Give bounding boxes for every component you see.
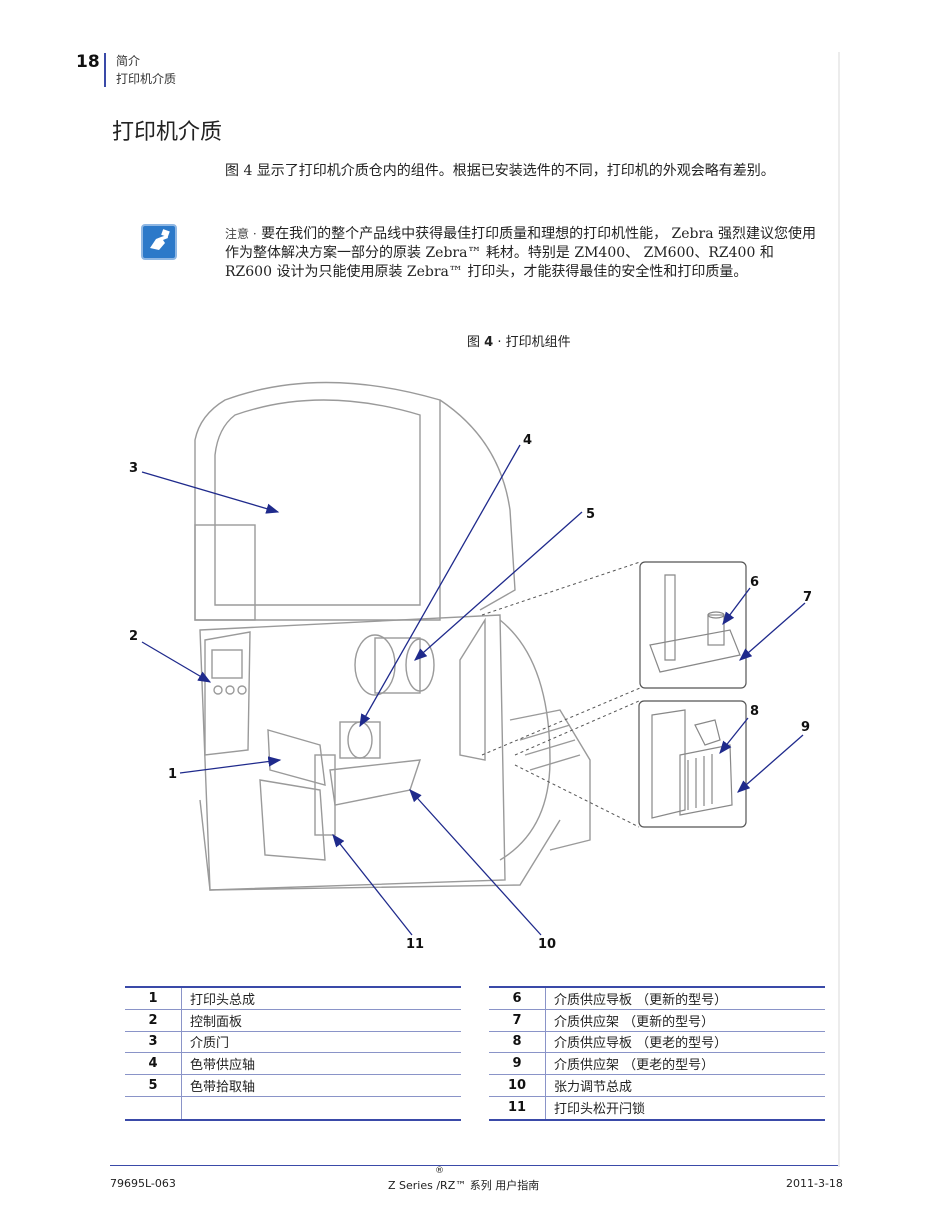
arrow-6: [722, 587, 751, 626]
legend-label: 打印头总成: [181, 988, 461, 1009]
legend-num: 8: [512, 1034, 522, 1050]
arrow-1: [179, 756, 282, 774]
legend-num: 3: [148, 1034, 158, 1050]
arrow-3: [141, 471, 280, 514]
legend-row: 5 色带拾取轴: [125, 1075, 461, 1097]
legend-num: 9: [512, 1056, 522, 1072]
arrow-5: [414, 511, 583, 661]
inset-connector-lines: [481, 561, 641, 828]
legend-row: 4 色带供应轴: [125, 1053, 461, 1076]
legend-num: 5: [148, 1078, 158, 1094]
legend-num: 1: [148, 990, 158, 1006]
callout-10: 10: [538, 937, 556, 952]
legend-label: 介质供应导板 （更老的型号）: [545, 1031, 825, 1053]
header-subsection: 打印机介质: [116, 72, 177, 86]
legend-row: 6 介质供应导板 （更新的型号）: [489, 988, 825, 1010]
header-section: 简介: [116, 54, 141, 68]
callout-9: 9: [801, 720, 810, 735]
callout-11: 11: [406, 937, 424, 952]
footer-product-title: Z Series /RZ™ 系列 用户指南: [388, 1179, 540, 1192]
legend-num: 7: [512, 1012, 522, 1028]
intro-paragraph: 图 4 显示了打印机介质仓内的组件。根据已安装选件的不同，打印机的外观会略有差别…: [225, 163, 775, 179]
legend-row: 10 张力调节总成: [489, 1075, 825, 1097]
legend-row: 8 介质供应导板 （更老的型号）: [489, 1031, 825, 1054]
printer-body: [194, 381, 591, 891]
note-label: 注意 ·: [225, 227, 257, 241]
callout-1: 1: [168, 767, 177, 782]
legend-label: 介质供应架 （更老的型号）: [545, 1053, 825, 1075]
legend-num: 4: [148, 1056, 158, 1072]
callout-4: 4: [523, 433, 532, 448]
legend-label: 色带拾取轴: [181, 1075, 461, 1096]
arrow-4: [359, 444, 521, 728]
legend-label: 色带供应轴: [181, 1053, 461, 1075]
figure-caption-prefix: 图: [467, 335, 485, 350]
callout-2: 2: [129, 629, 138, 644]
footer-divider: [110, 1165, 838, 1166]
arrow-7: [739, 602, 806, 661]
figure-caption: 图 4 · 打印机组件: [467, 331, 571, 350]
legend-row: 3 介质门: [125, 1031, 461, 1054]
arrow-11: [332, 833, 413, 936]
page-number: 18: [76, 52, 100, 72]
legend-label: 打印头松开闩锁: [545, 1096, 825, 1119]
note-hand-icon: [141, 224, 177, 260]
figure-caption-sep: ·: [493, 335, 506, 350]
note-paragraph: 注意 · 要在我们的整个产品线中获得最佳打印质量和理想的打印机性能， Zebra…: [225, 225, 820, 282]
callout-6: 6: [750, 575, 759, 590]
printer-diagram-svg: 1 2 3 4 5 6 7 8 9 10 11: [129, 381, 812, 952]
printer-diagram: 1 2 3 4 5 6 7 8 9 10 11: [120, 360, 840, 960]
legend-table-right: 6 介质供应导板 （更新的型号） 7 介质供应架 （更新的型号） 8 介质供应导板 （…: [489, 986, 825, 1121]
figure-caption-text: 打印机组件: [505, 335, 571, 350]
callout-7: 7: [803, 590, 812, 605]
callout-5: 5: [586, 507, 595, 522]
callout-8: 8: [750, 704, 759, 719]
legend-label: 介质供应导板 （更新的型号）: [545, 988, 825, 1009]
legend-num: 2: [148, 1012, 158, 1028]
inset-older-models: [638, 700, 747, 828]
arrow-9: [737, 734, 804, 793]
note-body: 要在我们的整个产品线中获得最佳打印质量和理想的打印机性能， Zebra 强烈建议…: [225, 226, 817, 280]
legend-row: 11 打印头松开闩锁: [489, 1096, 825, 1119]
page-title: 打印机介质: [112, 120, 223, 145]
legend-label: 介质门: [181, 1031, 461, 1053]
arrow-8: [719, 717, 749, 755]
legend-num: 6: [512, 990, 522, 1006]
legend-num: 11: [507, 1100, 527, 1116]
footer-date: 2011-3-18: [786, 1177, 843, 1190]
inset-newer-models: [639, 561, 747, 689]
legend-row: 9 介质供应架 （更老的型号）: [489, 1053, 825, 1076]
note-hand-icon-glyph: [150, 229, 170, 250]
legend-table-left: 1 打印头总成 2 控制面板 3 介质门 4 色带供应轴 5 色带拾取轴: [125, 986, 461, 1121]
arrow-2: [141, 641, 212, 683]
footer-doc-number: 79695L-063: [110, 1177, 176, 1190]
legend-row: 2 控制面板: [125, 1009, 461, 1032]
legend-label: 介质供应架 （更新的型号）: [545, 1009, 825, 1031]
footer-registered-mark: ®: [435, 1166, 444, 1176]
callout-arrows: [141, 444, 806, 936]
callout-3: 3: [129, 461, 138, 476]
arrow-10: [409, 789, 542, 936]
legend-row: 7 介质供应架 （更新的型号）: [489, 1009, 825, 1032]
page-edge: [838, 52, 840, 1167]
figure-caption-number: 4: [484, 335, 494, 350]
header-divider: [104, 53, 106, 87]
legend-row-empty: [125, 1096, 461, 1119]
legend-row: 1 打印头总成: [125, 988, 461, 1010]
legend-label: 张力调节总成: [545, 1075, 825, 1096]
legend-label: 控制面板: [181, 1009, 461, 1031]
legend-num: 10: [507, 1078, 527, 1094]
